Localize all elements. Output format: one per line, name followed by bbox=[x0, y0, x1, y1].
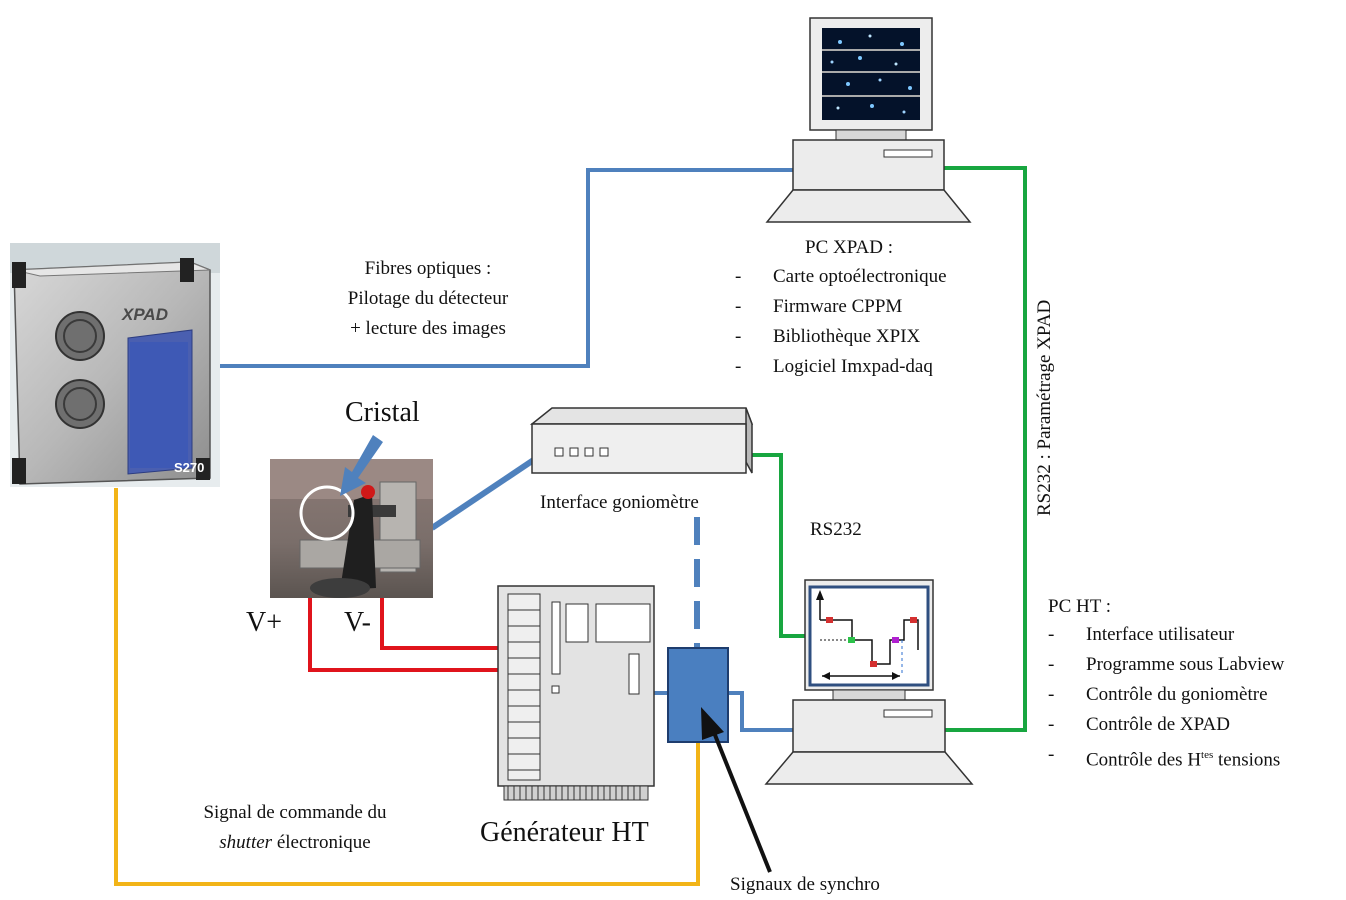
hv-minus-line bbox=[380, 598, 498, 650]
synchro-arrow-shaft bbox=[711, 729, 772, 873]
pc-ht-list: Interface utilisateur Programme sous Lab… bbox=[1048, 620, 1284, 775]
crystal-highlight-circle bbox=[299, 485, 355, 541]
pc-xpad-item: Carte optoélectronique bbox=[735, 262, 947, 292]
shutter-italic: shutter bbox=[219, 832, 273, 853]
hv-plus-line bbox=[308, 598, 498, 672]
goniometer-cable bbox=[430, 454, 540, 531]
pc-ht-item-pre: Contrôle des H bbox=[1086, 749, 1202, 771]
fiber-label-line1: Fibres optiques : bbox=[364, 258, 492, 279]
rs232-xpad-line bbox=[944, 166, 1027, 732]
rs232-goniometer-line bbox=[752, 453, 810, 638]
xpad-logo-text: XPAD bbox=[121, 305, 168, 324]
crystal-label: Cristal bbox=[345, 397, 420, 428]
pc-ht-title: PC HT : bbox=[1048, 596, 1112, 617]
vplus-label: V+ bbox=[246, 607, 283, 638]
fiber-label-line3: + lecture des images bbox=[350, 318, 506, 339]
pc-xpad-item: Logiciel Imxpad-daq bbox=[735, 352, 947, 382]
shutter-label-line1: Signal de commande du bbox=[203, 802, 387, 823]
shutter-line bbox=[114, 488, 700, 886]
shutter-label-line2: shutter électronique bbox=[160, 828, 430, 858]
pc-ht-item: Interface utilisateur bbox=[1048, 620, 1284, 650]
crystal-arrow bbox=[340, 435, 383, 496]
pc-xpad-item: Firmware CPPM bbox=[735, 292, 947, 322]
ht-generator bbox=[497, 585, 655, 801]
goniometer-interface-label: Interface goniomètre bbox=[540, 492, 699, 513]
rs232-xpad-vertical-label: RS232 : Paramétrage XPAD bbox=[1034, 299, 1055, 516]
pc-ht-item: Contrôle de XPAD bbox=[1048, 710, 1284, 740]
synchro-arrow-head bbox=[701, 707, 724, 740]
pc-ht-item: Contrôle des Htes tensions bbox=[1048, 740, 1284, 775]
pc-xpad-item: Bibliothèque XPIX bbox=[735, 322, 947, 352]
rs232-label: RS232 bbox=[810, 519, 862, 540]
goniometer-interface-box bbox=[529, 407, 754, 474]
pc-ht-computer bbox=[764, 579, 974, 785]
fiber-label-line2: Pilotage du détecteur bbox=[347, 288, 509, 309]
pc-ht-item-post: tensions bbox=[1213, 749, 1281, 771]
pc-ht-item-sup: tes bbox=[1201, 749, 1214, 761]
xpad-detector-photo bbox=[10, 243, 220, 487]
shutter-label: Signal de commande du shutter électroniq… bbox=[160, 798, 430, 858]
s270-label: S270 bbox=[174, 460, 204, 475]
pc-xpad-computer bbox=[765, 17, 972, 223]
pc-xpad-title: PC XPAD : bbox=[805, 237, 894, 258]
sync-signal-label: Signaux de synchro bbox=[730, 874, 880, 895]
pc-ht-item: Programme sous Labview bbox=[1048, 650, 1284, 680]
fiber-optic-line bbox=[218, 168, 793, 368]
pc-ht-item: Contrôle du goniomètre bbox=[1048, 680, 1284, 710]
fiber-optic-label: Fibres optiques : Pilotage du détecteur … bbox=[300, 254, 556, 344]
pc-xpad-list: Carte optoélectronique Firmware CPPM Bib… bbox=[735, 262, 947, 382]
shutter-rest: électronique bbox=[272, 832, 371, 853]
vminus-label: V- bbox=[344, 607, 371, 638]
generator-label: Générateur HT bbox=[480, 817, 649, 848]
